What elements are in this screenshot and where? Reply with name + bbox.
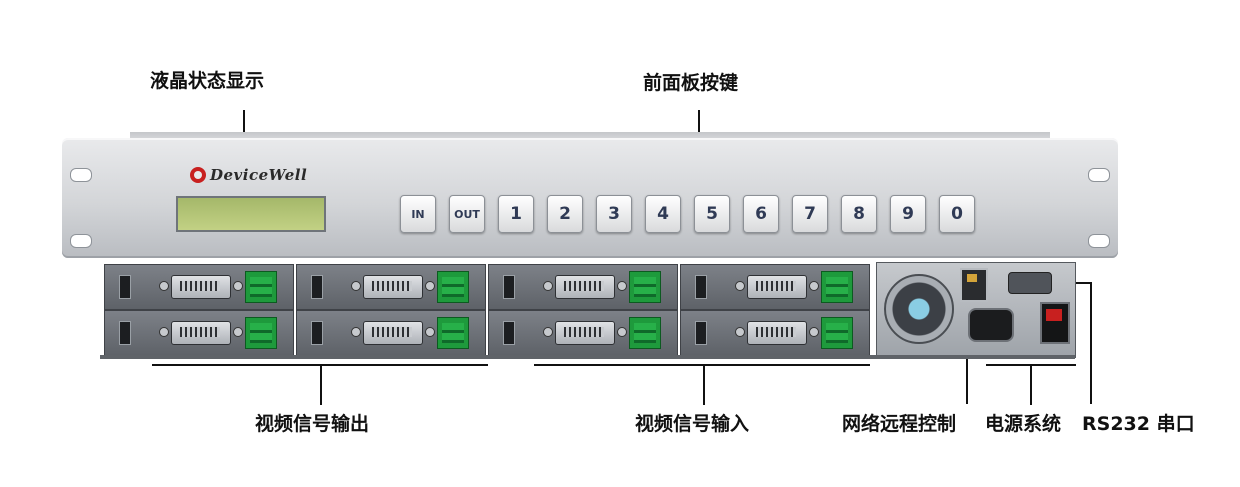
audio-terminal[interactable] <box>245 317 277 349</box>
key-out[interactable]: OUT <box>449 195 485 233</box>
output-card-4 <box>296 310 486 356</box>
key-8[interactable]: 8 <box>841 195 877 233</box>
input-card-2 <box>680 264 870 310</box>
key-6[interactable]: 6 <box>743 195 779 233</box>
dvi-port[interactable] <box>747 321 807 345</box>
audio-terminal[interactable] <box>437 271 469 303</box>
audio-terminal[interactable] <box>629 271 661 303</box>
key-3[interactable]: 3 <box>596 195 632 233</box>
key-9[interactable]: 9 <box>890 195 926 233</box>
input-bracket-line <box>534 364 870 366</box>
rack-hole-top-right <box>1088 168 1110 182</box>
input-card-1 <box>488 264 678 310</box>
key-4[interactable]: 4 <box>645 195 681 233</box>
power-leader-line <box>1030 365 1032 405</box>
rack-hole-bottom-right <box>1088 234 1110 248</box>
power-switch[interactable] <box>1040 302 1070 344</box>
lcd-screen <box>176 196 326 232</box>
output-card-2 <box>296 264 486 310</box>
brand-name: DeviceWell <box>210 166 308 184</box>
brand-logo: DeviceWell <box>190 166 307 184</box>
chassis-top <box>130 132 1050 142</box>
key-5[interactable]: 5 <box>694 195 730 233</box>
output-card-1 <box>104 264 294 310</box>
output-leader-line <box>320 365 322 405</box>
audio-terminal[interactable] <box>437 317 469 349</box>
dvi-port[interactable] <box>363 321 423 345</box>
brand-logo-icon <box>190 167 206 183</box>
cooling-fan-icon <box>884 274 954 344</box>
input-card-4 <box>680 310 870 356</box>
dvi-port[interactable] <box>555 321 615 345</box>
network-control-label: 网络远程控制 <box>842 413 957 435</box>
input-leader-line <box>703 365 705 405</box>
rs232-port[interactable] <box>1008 272 1052 294</box>
key-7[interactable]: 7 <box>792 195 828 233</box>
key-1[interactable]: 1 <box>498 195 534 233</box>
power-inlet[interactable] <box>968 308 1014 342</box>
dvi-port[interactable] <box>555 275 615 299</box>
rs232-leader-v <box>1090 282 1092 404</box>
video-input-label: 视频信号输入 <box>635 413 750 435</box>
rs232-port-label: RS232 串口 <box>1082 413 1195 435</box>
dvi-port[interactable] <box>171 275 231 299</box>
audio-terminal[interactable] <box>245 271 277 303</box>
front-panel-keys-label: 前面板按键 <box>643 72 739 94</box>
dvi-port[interactable] <box>363 275 423 299</box>
key-0[interactable]: 0 <box>939 195 975 233</box>
chassis-bottom-edge <box>100 355 1075 359</box>
power-system-label: 电源系统 <box>985 413 1062 435</box>
audio-terminal[interactable] <box>821 271 853 303</box>
dvi-port[interactable] <box>747 275 807 299</box>
input-card-3 <box>488 310 678 356</box>
key-in[interactable]: IN <box>400 195 436 233</box>
lcd-display-label: 液晶状态显示 <box>150 70 265 92</box>
rack-hole-top-left <box>70 168 92 182</box>
key-2[interactable]: 2 <box>547 195 583 233</box>
video-output-label: 视频信号输出 <box>255 413 370 435</box>
audio-terminal[interactable] <box>821 317 853 349</box>
network-port[interactable] <box>960 268 988 302</box>
audio-terminal[interactable] <box>629 317 661 349</box>
rack-hole-bottom-left <box>70 234 92 248</box>
dvi-port[interactable] <box>171 321 231 345</box>
output-card-3 <box>104 310 294 356</box>
